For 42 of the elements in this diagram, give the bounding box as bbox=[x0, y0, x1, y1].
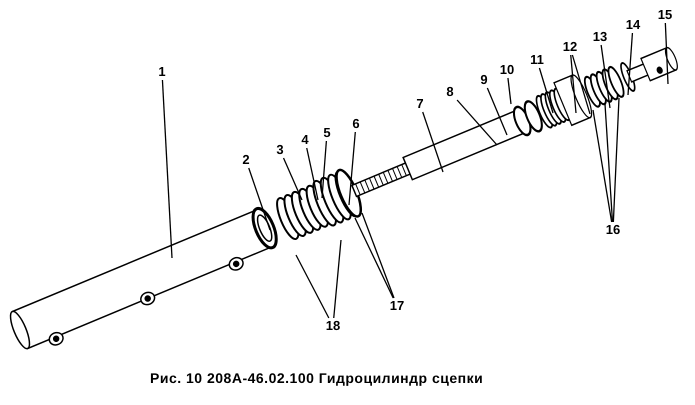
leader-line bbox=[486, 88, 508, 136]
callout-number: 18 bbox=[323, 318, 343, 333]
leader-line bbox=[592, 110, 612, 222]
leader-line bbox=[306, 148, 319, 200]
callout-number: 6 bbox=[346, 116, 366, 131]
leader-line bbox=[422, 112, 444, 172]
callout-number: 15 bbox=[655, 7, 675, 22]
leader-line bbox=[507, 78, 512, 104]
leader-line bbox=[612, 98, 620, 222]
callout-number: 3 bbox=[270, 142, 290, 157]
leader-line bbox=[600, 44, 611, 108]
leader-line bbox=[627, 32, 634, 96]
leader-line bbox=[538, 68, 554, 114]
callout-number: 11 bbox=[527, 52, 547, 67]
leader-line bbox=[348, 132, 356, 206]
callout-number: 2 bbox=[236, 152, 256, 167]
callout-number: 14 bbox=[623, 17, 643, 32]
leader-line bbox=[664, 22, 669, 84]
callout-number: 16 bbox=[603, 222, 623, 237]
callout-number: 17 bbox=[387, 298, 407, 313]
leader-line bbox=[248, 168, 271, 230]
callout-number: 4 bbox=[295, 132, 315, 147]
callout-number: 1 bbox=[152, 64, 172, 79]
callout-number: 9 bbox=[474, 72, 494, 87]
leader-line bbox=[604, 104, 614, 222]
callout-number: 13 bbox=[590, 29, 610, 44]
figure-caption: Рис. 10 208А-46.02.100 Гидроцилиндр сцепки bbox=[150, 370, 484, 386]
leader-line bbox=[282, 158, 303, 200]
callout-number: 10 bbox=[497, 62, 517, 77]
leader-line bbox=[333, 240, 342, 318]
leader-line bbox=[570, 54, 577, 114]
leader-line bbox=[572, 54, 591, 114]
leader-line bbox=[162, 80, 173, 258]
callout-number: 8 bbox=[440, 84, 460, 99]
callout-number: 7 bbox=[410, 96, 430, 111]
leader-line bbox=[456, 100, 498, 146]
leader-line bbox=[354, 218, 394, 298]
callout-number: 12 bbox=[560, 39, 580, 54]
callout-number: 5 bbox=[317, 125, 337, 140]
leader-line bbox=[321, 140, 328, 198]
leader-line bbox=[361, 212, 395, 298]
leader-line bbox=[295, 254, 330, 318]
